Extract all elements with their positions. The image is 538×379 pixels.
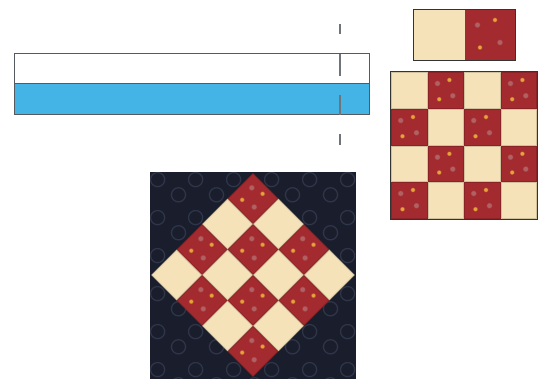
red-square — [428, 72, 465, 109]
red-square — [464, 109, 501, 146]
cream-square — [464, 72, 501, 109]
red-patch — [465, 10, 516, 60]
cream-square — [391, 72, 428, 109]
cut-line-dash — [339, 24, 341, 34]
cream-square — [501, 182, 538, 219]
red-square — [464, 182, 501, 219]
cut-line-dash — [339, 54, 341, 76]
red-square — [501, 146, 538, 183]
cream-square — [464, 146, 501, 183]
cream-patch — [414, 10, 465, 60]
cream-square — [501, 109, 538, 146]
cream-square — [391, 146, 428, 183]
cut-line-dash — [339, 134, 341, 145]
blue-strip — [14, 83, 370, 115]
on-point-block — [150, 172, 356, 379]
cream-square — [428, 182, 465, 219]
cream-square — [428, 109, 465, 146]
red-square — [501, 72, 538, 109]
two-patch-unit — [413, 9, 516, 61]
checker-grid — [390, 71, 538, 220]
red-square — [391, 182, 428, 219]
white-strip — [14, 53, 370, 84]
cut-line-dash — [339, 95, 341, 115]
strip-set — [14, 53, 372, 115]
red-square — [391, 109, 428, 146]
red-square — [428, 146, 465, 183]
